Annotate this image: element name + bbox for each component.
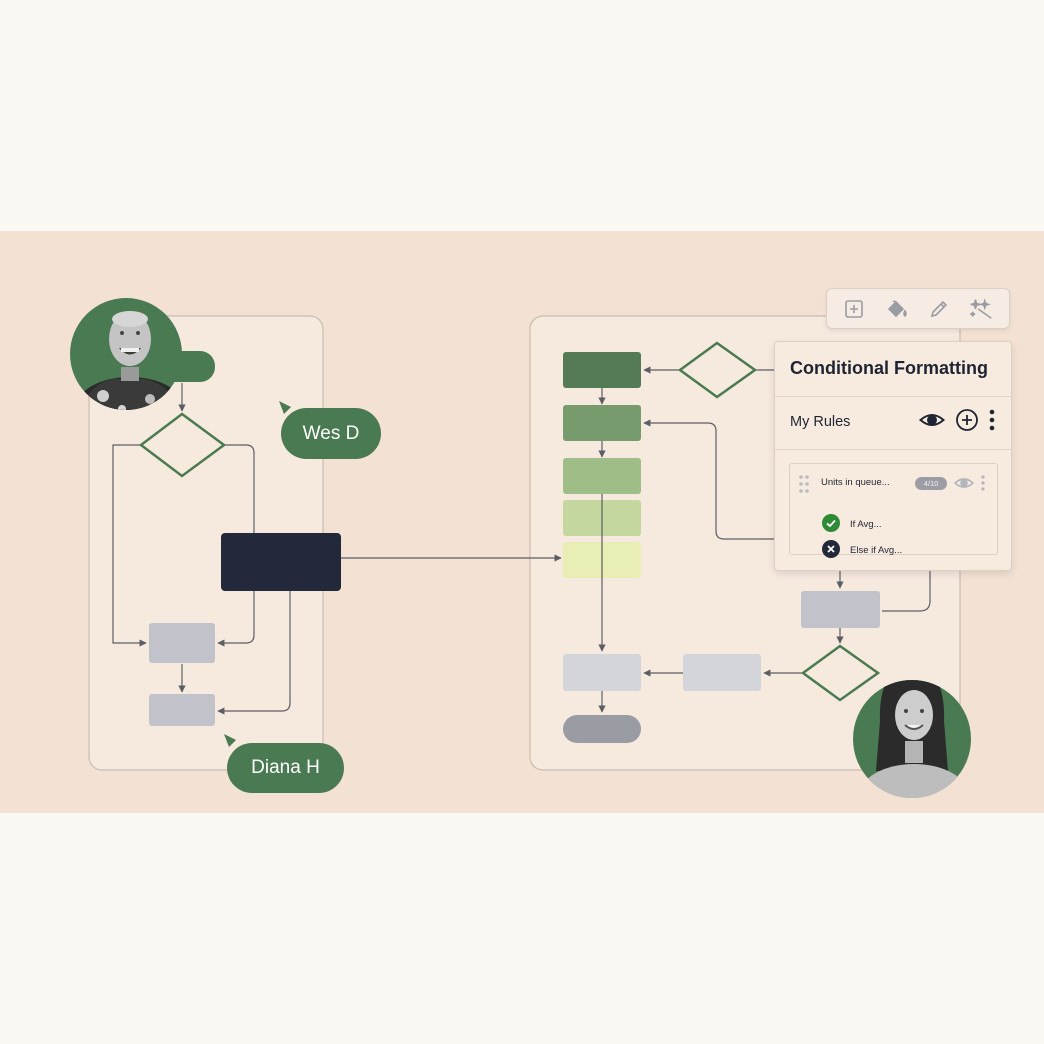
x-circle-icon	[822, 540, 840, 561]
format-toolbar	[826, 288, 1010, 329]
right-connectors	[598, 366, 931, 713]
decision-node[interactable]	[138, 412, 227, 478]
drag-handle-icon[interactable]	[798, 474, 810, 499]
divider	[775, 449, 1011, 450]
check-circle-icon	[822, 514, 840, 535]
add-icon[interactable]	[955, 408, 979, 437]
process-node-dark[interactable]	[221, 533, 341, 591]
rule-card[interactable]: Units in queue... 4/10	[789, 463, 998, 558]
end-node[interactable]	[563, 715, 641, 743]
rules-label: My Rules	[790, 414, 851, 430]
avatar-diana	[853, 680, 971, 798]
gradient-node-3[interactable]	[563, 458, 641, 494]
process-node[interactable]	[149, 623, 215, 663]
eye-icon[interactable]	[953, 476, 975, 495]
collaborator-name: Diana H	[251, 757, 320, 778]
condition-row[interactable]: If Avg...	[822, 514, 882, 535]
rules-actions	[918, 408, 995, 437]
panel-title: Conditional Formatting	[790, 358, 988, 378]
process-node[interactable]	[563, 654, 641, 691]
left-connectors	[112, 383, 562, 715]
rule-title: Units in queue...	[821, 477, 890, 488]
more-vertical-icon[interactable]	[981, 475, 985, 496]
divider	[775, 396, 1011, 397]
condition-text: Else if Avg...	[850, 545, 903, 556]
conditional-formatting-panel: Conditional Formatting My Rules	[774, 341, 1012, 571]
process-node[interactable]	[683, 654, 761, 691]
cursor-pointer-icon	[224, 734, 236, 747]
decision-node-bottom[interactable]	[800, 644, 881, 702]
collaborator-badge-diana	[227, 743, 344, 793]
avatar-wes	[70, 298, 182, 410]
pencil-icon[interactable]	[926, 296, 952, 322]
gradient-node-2[interactable]	[563, 405, 641, 441]
decision-node-top[interactable]	[677, 341, 758, 399]
condition-row[interactable]: Else if Avg...	[822, 540, 902, 561]
process-node[interactable]	[149, 694, 215, 726]
collaborator-badge-wes	[281, 408, 381, 459]
cursor-pointer-icon	[279, 401, 291, 414]
diagram-canvas[interactable]: Wes D Diana H	[0, 231, 1044, 813]
condition-text: If Avg...	[850, 519, 882, 530]
paint-bucket-icon[interactable]	[884, 296, 910, 322]
magic-wand-sparkle-icon[interactable]	[969, 296, 995, 322]
rule-count-badge: 4/10	[915, 477, 947, 490]
process-node[interactable]	[801, 591, 880, 628]
collaborator-name: Wes D	[302, 422, 360, 444]
frame-icon[interactable]	[841, 296, 867, 322]
gradient-node-1[interactable]	[563, 352, 641, 388]
more-vertical-icon[interactable]	[989, 408, 995, 437]
eye-icon[interactable]	[918, 411, 946, 434]
